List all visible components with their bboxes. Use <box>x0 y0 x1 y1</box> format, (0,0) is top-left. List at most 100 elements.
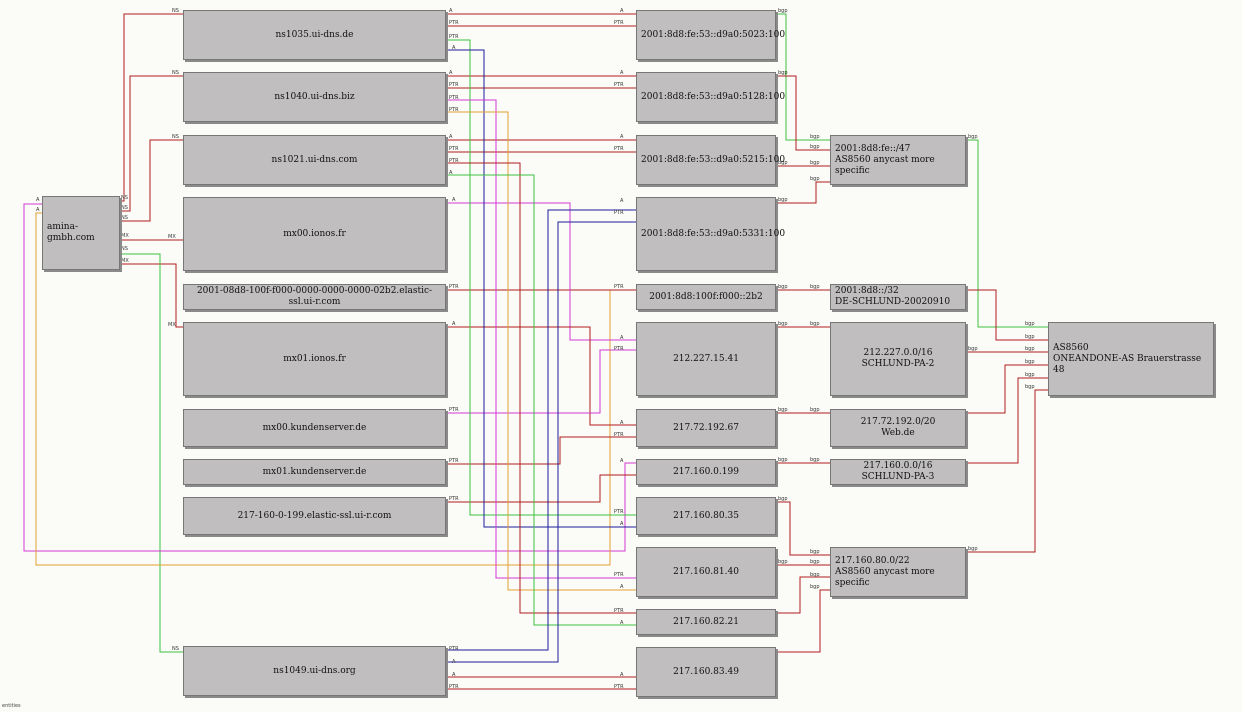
svg-text:A: A <box>452 321 456 327</box>
svg-text:NS: NS <box>121 195 128 201</box>
svg-text:NS: NS <box>172 646 179 652</box>
node-mx00kunden[interactable]: mx00.kundenserver.de <box>183 409 446 447</box>
svg-text:PTR: PTR <box>614 509 624 515</box>
node-mx01ionos[interactable]: mx01.ionos.fr <box>183 322 446 396</box>
svg-text:PTR: PTR <box>449 146 459 152</box>
svg-text:bgp: bgp <box>810 407 820 413</box>
node-amina[interactable]: amina-gmbh.com <box>42 196 120 270</box>
node-ip160-81[interactable]: 217.160.81.40 <box>636 547 776 597</box>
svg-text:PTR: PTR <box>614 432 624 438</box>
edge-bgp-5128 <box>776 75 830 151</box>
node-ip5023[interactable]: 2001:8d8:fe:53::d9a0:5023:100 <box>636 10 785 60</box>
node-ip160-0[interactable]: 217.160.0.199 <box>636 459 776 485</box>
svg-text:bgp: bgp <box>810 549 820 555</box>
svg-text:PTR: PTR <box>614 210 624 216</box>
svg-text:PTR: PTR <box>614 608 624 614</box>
node-ip21772[interactable]: 217.72.192.67 <box>636 409 776 447</box>
node-ip21227[interactable]: 212.227.15.41 <box>636 322 776 396</box>
svg-text:A: A <box>620 620 624 626</box>
svg-text:MX: MX <box>168 234 176 240</box>
node-ns1049[interactable]: ns1049.ui-dns.org <box>183 646 446 696</box>
svg-text:bgp: bgp <box>810 160 820 166</box>
edge-blue2-ns1049 <box>446 221 636 663</box>
svg-text:bgp: bgp <box>810 144 820 150</box>
svg-text:A: A <box>449 170 453 176</box>
svg-text:A: A <box>449 134 453 140</box>
edge-a-mx00ionos <box>446 202 636 341</box>
svg-text:A: A <box>620 672 624 678</box>
node-ip5128[interactable]: 2001:8d8:fe:53::d9a0:5128:100 <box>636 72 785 122</box>
svg-text:bgp: bgp <box>778 160 788 166</box>
svg-text:A: A <box>620 458 624 464</box>
svg-text:PTR: PTR <box>449 496 459 502</box>
node-net32[interactable]: 2001:8d8::/32 DE-SCHLUND-20020910 <box>830 284 966 310</box>
edge-a-loop-magenta <box>23 203 636 552</box>
edge-a-mx01ionos <box>446 326 636 426</box>
svg-text:PTR: PTR <box>449 684 459 690</box>
svg-text:bgp: bgp <box>810 284 820 290</box>
edge-bgp-net160 <box>966 377 1048 464</box>
node-net47[interactable]: 2001:8d8:fe::/47 AS8560 anycast more spe… <box>830 135 966 185</box>
svg-text:bgp: bgp <box>1025 384 1035 390</box>
svg-text:bgp: bgp <box>778 284 788 290</box>
node-mx01kunden[interactable]: mx01.kundenserver.de <box>183 459 446 485</box>
node-mx00ionos[interactable]: mx00.ionos.fr <box>183 197 446 271</box>
svg-text:bgp: bgp <box>968 546 978 552</box>
edge-ptr-elastic217 <box>446 474 636 503</box>
svg-text:NS: NS <box>172 70 179 76</box>
svg-text:PTR: PTR <box>614 346 624 352</box>
node-net212[interactable]: 212.227.0.0/16 SCHLUND-PA-2 <box>830 322 966 396</box>
svg-text:A: A <box>36 197 40 203</box>
svg-text:PTR: PTR <box>449 407 459 413</box>
svg-text:bgp: bgp <box>968 346 978 352</box>
node-ns1035[interactable]: ns1035.ui-dns.de <box>183 10 446 60</box>
node-elastic217[interactable]: 217-160-0-199.elastic-ssl.ui-r.com <box>183 497 446 535</box>
svg-text:A: A <box>449 70 453 76</box>
svg-text:bgp: bgp <box>778 407 788 413</box>
node-ip2b2[interactable]: 2001:8d8:100f:f000::2b2 <box>636 284 776 310</box>
svg-text:PTR: PTR <box>614 684 624 690</box>
node-net16080[interactable]: 217.160.80.0/22 AS8560 anycast more spec… <box>830 547 966 597</box>
svg-text:bgp: bgp <box>810 134 820 140</box>
svg-text:bgp: bgp <box>810 457 820 463</box>
edge-ptr-mx00kunden <box>446 349 636 414</box>
edge-mx-mx01ionos <box>120 263 183 328</box>
edge-orange-ns1040 <box>446 111 636 591</box>
svg-text:PTR: PTR <box>614 82 624 88</box>
svg-text:NS: NS <box>121 246 128 252</box>
node-as8560[interactable]: AS8560 ONEANDONE-AS Brauerstrasse 48 <box>1048 322 1214 396</box>
edge-blue-ns1035 <box>446 49 636 528</box>
svg-text:bgp: bgp <box>1025 359 1035 365</box>
node-net160[interactable]: 217.160.0.0/16 SCHLUND-PA-3 <box>830 459 966 485</box>
edge-bgp-net47 <box>966 139 1048 328</box>
svg-text:A: A <box>449 8 453 14</box>
svg-text:A: A <box>620 335 624 341</box>
node-ns1021[interactable]: ns1021.ui-dns.com <box>183 135 446 185</box>
node-elastic2001[interactable]: 2001-08d8-100f-f000-0000-0000-0000-02b2.… <box>183 284 446 310</box>
node-net21772[interactable]: 217.72.192.0/20 Web.de <box>830 409 966 447</box>
svg-text:NS: NS <box>121 205 128 211</box>
edge-ns-ns1049 <box>120 253 183 653</box>
node-ip160-80[interactable]: 217.160.80.35 <box>636 497 776 535</box>
svg-text:MX: MX <box>168 322 176 328</box>
edge-bgp-82-21 <box>776 576 830 614</box>
svg-text:PTR: PTR <box>449 82 459 88</box>
svg-text:PTR: PTR <box>449 646 459 652</box>
node-ns1040[interactable]: ns1040.ui-dns.biz <box>183 72 446 122</box>
edge-bgp-83-49 <box>776 589 830 653</box>
svg-text:bgp: bgp <box>778 8 788 14</box>
node-ip5331[interactable]: 2001:8d8:fe:53::d9a0:5331:100 <box>636 197 785 271</box>
svg-text:PTR: PTR <box>614 572 624 578</box>
node-ip160-83[interactable]: 217.160.83.49 <box>636 647 776 697</box>
svg-text:PTR: PTR <box>449 458 459 464</box>
svg-text:A: A <box>620 198 624 204</box>
edge-magenta-ns1040 <box>446 99 636 579</box>
svg-text:bgp: bgp <box>810 584 820 590</box>
svg-text:bgp: bgp <box>1025 334 1035 340</box>
svg-text:A: A <box>452 197 456 203</box>
svg-text:PTR: PTR <box>449 34 459 40</box>
node-ip5215[interactable]: 2001:8d8:fe:53::d9a0:5215:100 <box>636 135 785 185</box>
svg-text:bgp: bgp <box>778 496 788 502</box>
node-ip160-82[interactable]: 217.160.82.21 <box>636 609 776 635</box>
